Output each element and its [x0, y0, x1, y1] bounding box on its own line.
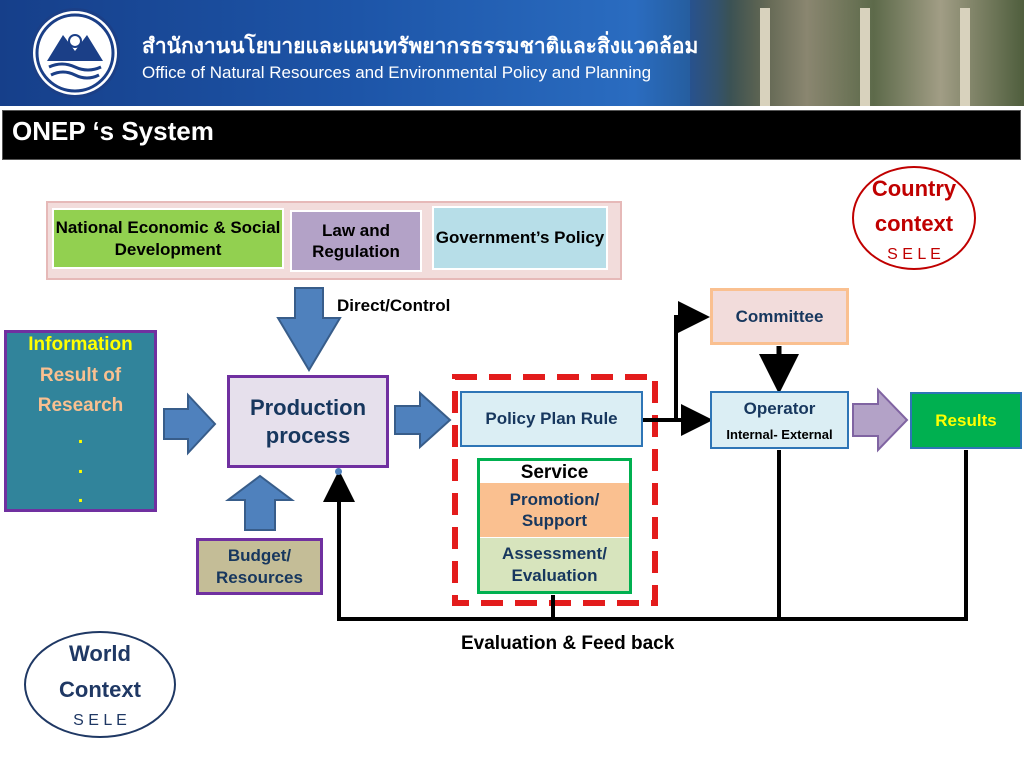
government-policy-box: Government’s Policy: [432, 206, 608, 270]
assessment-evaluation-cell: Assessment/ Evaluation: [480, 538, 629, 591]
policy-plan-rule-box: Policy Plan Rule: [460, 391, 643, 447]
information-dot: .: [77, 425, 84, 448]
direct-control-label: Direct/Control: [337, 296, 451, 315]
country-context-sele: S E L E: [887, 246, 941, 263]
information-line2: Research: [37, 395, 124, 416]
budget-up-arrow: [225, 474, 295, 531]
production-arrow: [394, 390, 452, 450]
information-dot: .: [77, 455, 84, 478]
operator-sublabel: Internal- External: [726, 426, 833, 442]
budget-resources-box: Budget/ Resources: [196, 538, 323, 595]
information-dot: .: [77, 484, 84, 507]
operator-to-results-arrow: [852, 387, 909, 453]
operator-label: Operator: [743, 399, 816, 418]
title-bar: [2, 110, 1021, 160]
law-regulation-box: Law and Regulation: [290, 210, 422, 272]
country-context-oval: [852, 166, 976, 270]
information-heading: Information: [28, 334, 133, 355]
policy-to-committee-arrow: [674, 301, 710, 420]
feedback-label: Evaluation & Feed back: [461, 633, 675, 654]
committee-box: Committee: [710, 288, 849, 345]
information-arrow: [163, 392, 217, 456]
onep-logo: [30, 8, 120, 98]
building-pillar: [960, 8, 970, 106]
information-line1: Result of: [39, 365, 122, 386]
world-context-line1: World: [69, 641, 131, 666]
feedback-loop-line: [323, 450, 968, 621]
national-development-box: National Economic & Social Development: [52, 208, 284, 269]
world-context-sele: S E L E: [73, 712, 127, 729]
direct-control-arrow: [276, 287, 342, 372]
building-pillar: [860, 8, 870, 106]
promotion-support-cell: Promotion/ Support: [480, 483, 629, 537]
building-pillar: [760, 8, 770, 106]
results-box: Results: [910, 392, 1022, 449]
information-box: [4, 330, 157, 512]
org-name-english: Office of Natural Resources and Environm…: [142, 63, 652, 82]
country-context-line1: Country: [871, 176, 957, 201]
page-title: ONEP ‘s System: [12, 116, 214, 146]
org-name-thai: สำนักงานนโยบายและแผนทรัพยากรธรรมชาติและส…: [142, 34, 699, 58]
production-process-box: Production process: [227, 375, 389, 468]
feedback-junction-dot: [335, 468, 342, 475]
world-context-line2: Context: [59, 677, 141, 702]
world-context-oval: [24, 631, 176, 738]
operator-box: [710, 391, 849, 449]
country-context-line2: context: [874, 211, 954, 236]
service-title: Service: [520, 462, 589, 483]
